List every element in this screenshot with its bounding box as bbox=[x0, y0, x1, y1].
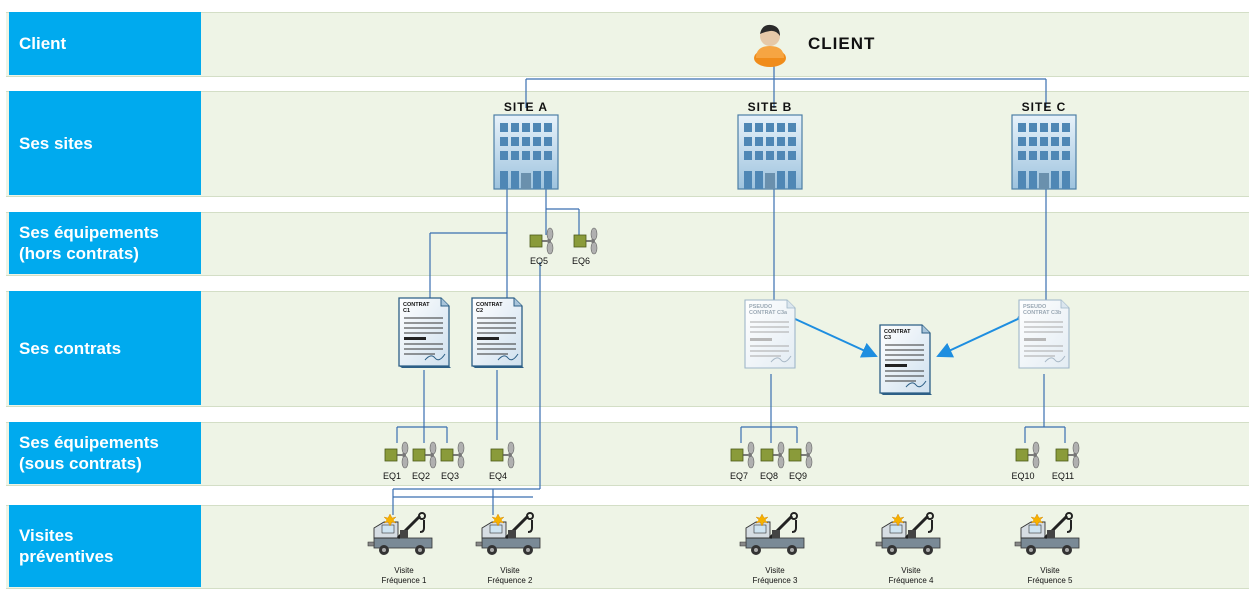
client-title: CLIENT bbox=[808, 34, 876, 53]
equipment-icon-eq5 bbox=[529, 227, 554, 255]
equipment-icon-eq6 bbox=[573, 227, 598, 255]
visit-label-3-line2: Fréquence 3 bbox=[752, 576, 798, 585]
lane-label-sites-text: Ses sites bbox=[19, 133, 93, 153]
tow-truck-icon-1 bbox=[366, 511, 434, 557]
equipment-icon-eq3 bbox=[440, 441, 465, 469]
tow-truck-icon-3 bbox=[738, 511, 806, 557]
equipment-label-eq3: EQ3 bbox=[440, 471, 459, 481]
contract-c2-line2: C2 bbox=[476, 308, 484, 314]
visit-label-5: Visite Fréquence 5 bbox=[1005, 566, 1095, 586]
equipment-icon-eq10 bbox=[1015, 441, 1040, 469]
equipment-label-eq6: EQ6 bbox=[571, 256, 590, 266]
equipment-label-eq2: EQ2 bbox=[411, 471, 430, 481]
building-icon-site-b bbox=[737, 114, 803, 190]
visit-label-1-line1: Visite bbox=[394, 566, 414, 575]
equipment-icon-eq2 bbox=[412, 441, 437, 469]
equipment-label-eq8: EQ8 bbox=[759, 471, 778, 481]
equipment-label-eq5: EQ5 bbox=[529, 256, 548, 266]
equipment-label-eq10: EQ10 bbox=[1011, 471, 1035, 481]
visit-label-3: Visite Fréquence 3 bbox=[730, 566, 820, 586]
visit-label-3-line1: Visite bbox=[765, 566, 785, 575]
lane-label-equip-sous-line1: Ses équipements bbox=[19, 433, 159, 452]
site-a-title: SITE A bbox=[503, 100, 549, 114]
lane-label-client: Client bbox=[9, 12, 201, 75]
pseudo-contract-c3b-line1: PSEUDO bbox=[1023, 304, 1047, 310]
pseudo-contract-c3a-title: PSEUDO CONTRAT C3a bbox=[749, 304, 809, 316]
contract-c3-title: CONTRAT C3 bbox=[884, 329, 944, 341]
equipment-icon-eq7 bbox=[730, 441, 755, 469]
visit-label-2-line1: Visite bbox=[500, 566, 520, 575]
equipment-label-eq4: EQ4 bbox=[488, 471, 507, 481]
tow-truck-icon-2 bbox=[474, 511, 542, 557]
band-equip-sous bbox=[6, 422, 1249, 486]
lane-label-equip-hors: Ses équipements (hors contrats) bbox=[9, 212, 201, 274]
building-icon-site-a bbox=[493, 114, 559, 190]
visit-label-4-line1: Visite bbox=[901, 566, 921, 575]
pseudo-contract-c3a-line1: PSEUDO bbox=[749, 304, 773, 310]
lane-label-visites-line1: Visites bbox=[19, 526, 74, 545]
band-equip-hors bbox=[6, 212, 1249, 276]
equipment-label-eq9: EQ9 bbox=[788, 471, 807, 481]
equipment-label-eq1: EQ1 bbox=[382, 471, 401, 481]
visit-label-1: Visite Fréquence 1 bbox=[359, 566, 449, 586]
arrow-c3b-to-c3 bbox=[936, 317, 1021, 358]
pseudo-contract-c3b-line2: CONTRAT C3b bbox=[1023, 310, 1062, 316]
lane-label-equip-sous-line2: (sous contrats) bbox=[19, 454, 142, 473]
pseudo-contract-c3a-line2: CONTRAT C3a bbox=[749, 310, 788, 316]
visit-label-4-line2: Fréquence 4 bbox=[888, 576, 934, 585]
equipment-icon-eq4 bbox=[490, 441, 515, 469]
lane-label-visites-line2: préventives bbox=[19, 547, 114, 566]
site-c-title: SITE C bbox=[1021, 100, 1067, 114]
lane-label-visites: Visites préventives bbox=[9, 505, 201, 587]
contract-c2-line1: CONTRAT bbox=[476, 302, 503, 308]
visit-label-4: Visite Fréquence 4 bbox=[866, 566, 956, 586]
equipment-label-eq7: EQ7 bbox=[729, 471, 748, 481]
lane-label-equip-hors-line2: (hors contrats) bbox=[19, 244, 139, 263]
contract-c1-title: CONTRAT C1 bbox=[403, 302, 463, 314]
site-b-title: SITE B bbox=[747, 100, 793, 114]
visit-label-5-line2: Fréquence 5 bbox=[1027, 576, 1073, 585]
visit-label-5-line1: Visite bbox=[1040, 566, 1060, 575]
equipment-label-eq11: EQ11 bbox=[1051, 471, 1075, 481]
equipment-icon-eq8 bbox=[760, 441, 785, 469]
lane-label-contrats: Ses contrats bbox=[9, 291, 201, 405]
band-client bbox=[6, 12, 1249, 77]
tow-truck-icon-4 bbox=[874, 511, 942, 557]
tow-truck-icon-5 bbox=[1013, 511, 1081, 557]
lane-label-equip-sous: Ses équipements (sous contrats) bbox=[9, 422, 201, 484]
contract-c3-line1: CONTRAT bbox=[884, 329, 911, 335]
equipment-icon-eq1 bbox=[384, 441, 409, 469]
contract-c1-line1: CONTRAT bbox=[403, 302, 430, 308]
building-icon-site-c bbox=[1011, 114, 1077, 190]
contract-c3-line2: C3 bbox=[884, 335, 892, 341]
arrow-c3a-to-c3 bbox=[792, 317, 878, 358]
visit-label-2-line2: Fréquence 2 bbox=[487, 576, 533, 585]
pseudo-contract-c3b-title: PSEUDO CONTRAT C3b bbox=[1023, 304, 1083, 316]
person-icon bbox=[754, 24, 786, 67]
visit-label-1-line2: Fréquence 1 bbox=[381, 576, 427, 585]
lane-label-client-text: Client bbox=[19, 34, 67, 53]
connectors bbox=[392, 64, 1066, 515]
visit-label-2: Visite Fréquence 2 bbox=[465, 566, 555, 586]
equipment-icon-eq11 bbox=[1055, 441, 1080, 469]
contract-c2-title: CONTRAT C2 bbox=[476, 302, 536, 314]
contract-c1-line2: C1 bbox=[403, 308, 411, 314]
lane-label-contrats-text: Ses contrats bbox=[19, 338, 122, 358]
lane-label-equip-hors-line1: Ses équipements bbox=[19, 223, 159, 242]
equipment-icon-eq9 bbox=[788, 441, 813, 469]
lane-label-sites: Ses sites bbox=[9, 91, 201, 195]
